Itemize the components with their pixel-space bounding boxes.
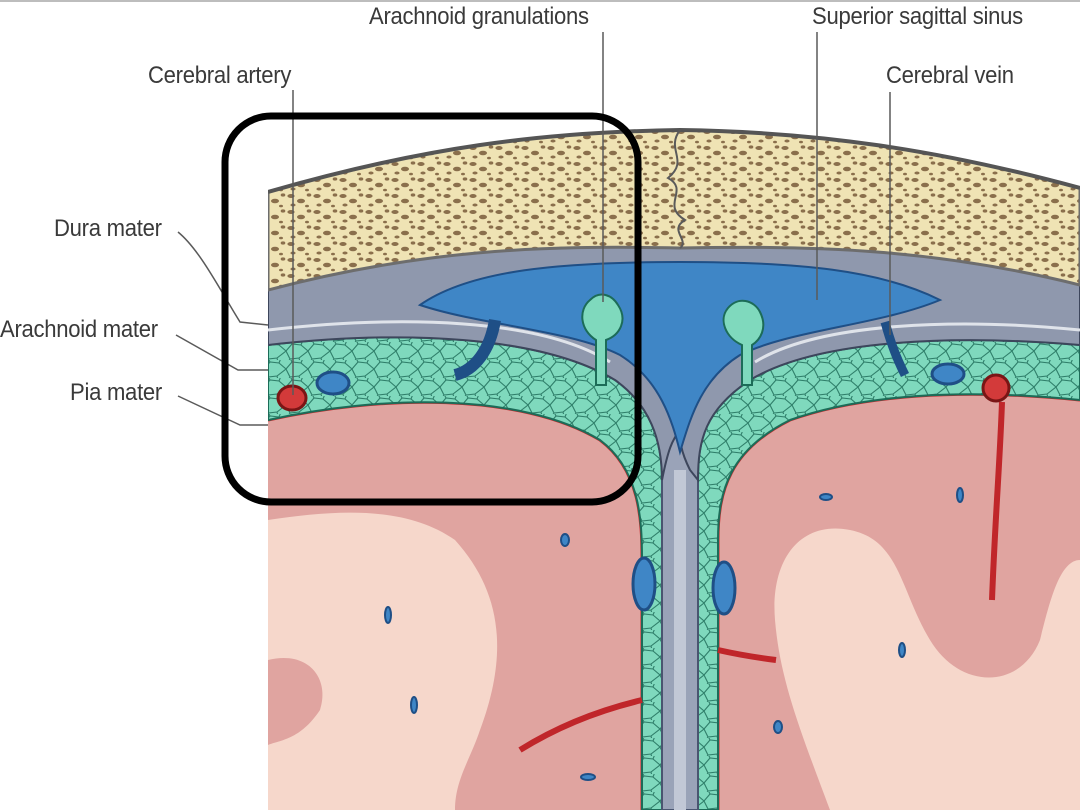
- left-cortex-lower: [268, 658, 323, 745]
- leader-pia-mater: [177, 395, 268, 426]
- small-vessel: [956, 487, 964, 503]
- small-vessel: [560, 533, 570, 547]
- leader-dura-mater: [177, 231, 269, 326]
- sagittal-suture: [666, 129, 687, 249]
- leader-arachnoid-mater: [175, 334, 268, 371]
- vein-vessel-right: [930, 362, 966, 386]
- penetrating-vessel-left: [518, 697, 643, 753]
- dura-inner-line-right: [754, 322, 1080, 364]
- label-dura-mater: Dura mater: [54, 215, 162, 242]
- penetrating-vessel-right: [989, 401, 1005, 601]
- small-vessel: [773, 720, 783, 734]
- midline-vessel-right: [711, 560, 737, 616]
- small-vessel: [819, 493, 833, 501]
- cerebral-artery-vessel-left: [276, 384, 308, 412]
- label-cerebral-vein: Cerebral vein: [886, 62, 1014, 89]
- vein-vessel-left: [315, 370, 351, 396]
- superior-sagittal-sinus-shape: [417, 260, 943, 456]
- small-vessel: [898, 642, 906, 658]
- small-vessel: [580, 773, 596, 781]
- small-vessel: [384, 606, 392, 624]
- bridging-vein-right: [880, 320, 910, 378]
- midline-vessel-left: [631, 556, 657, 612]
- right-cortex: [718, 394, 1080, 810]
- label-superior-sagittal-sinus: Superior sagittal sinus: [812, 3, 1023, 30]
- label-pia-mater: Pia mater: [70, 379, 163, 406]
- cerebral-artery-vessel-right: [981, 373, 1011, 403]
- arachnoid-granulation-left: [581, 293, 624, 386]
- falx-core: [674, 470, 686, 810]
- bridging-vein-left: [453, 318, 501, 381]
- label-arachnoid-mater: Arachnoid mater: [0, 316, 158, 343]
- dura-inner-line: [268, 320, 611, 364]
- arachnoid-granulation-right: [722, 299, 765, 386]
- penetrating-vessel-mid: [717, 647, 777, 663]
- label-arachnoid-granulations: Arachnoid granulations: [369, 3, 589, 30]
- top-border: [0, 0, 1080, 2]
- highlight-box: [221, 112, 642, 506]
- small-vessel: [410, 696, 418, 714]
- label-cerebral-artery: Cerebral artery: [148, 62, 292, 89]
